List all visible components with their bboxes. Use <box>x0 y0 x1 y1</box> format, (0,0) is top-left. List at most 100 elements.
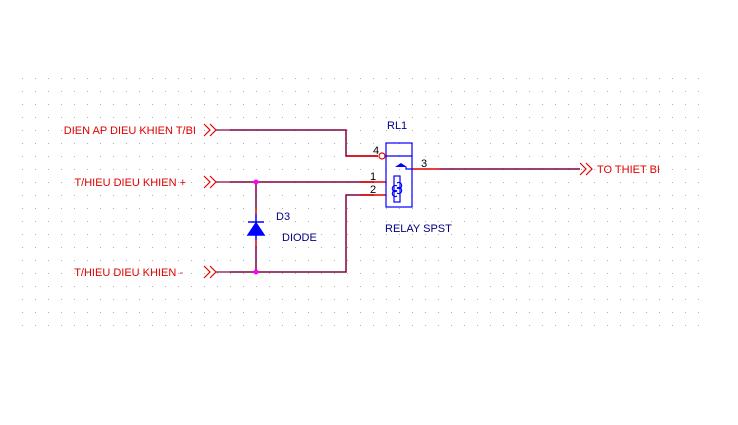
grid-dot <box>74 195 75 196</box>
grid-dot <box>22 325 23 326</box>
grid-dot <box>48 169 49 170</box>
grid-dot <box>659 117 660 118</box>
grid-dot <box>399 130 400 131</box>
grid-dot <box>256 78 257 79</box>
grid-dot <box>581 286 582 287</box>
relay-rl1[interactable]: 4 3 1 2 <box>370 142 427 208</box>
grid-dot <box>438 325 439 326</box>
grid-dot <box>295 325 296 326</box>
grid-dot <box>503 156 504 157</box>
grid-dot <box>360 104 361 105</box>
grid-dot <box>581 195 582 196</box>
grid-dot <box>295 104 296 105</box>
grid-dot <box>438 312 439 313</box>
grid-dot <box>555 247 556 248</box>
grid-dot <box>425 312 426 313</box>
grid-dot <box>191 143 192 144</box>
grid-dot <box>581 169 582 170</box>
grid-dot <box>347 312 348 313</box>
wire-dien-ap[interactable] <box>230 129 378 157</box>
grid-dot <box>685 208 686 209</box>
grid-dot <box>178 91 179 92</box>
grid-dot <box>685 195 686 196</box>
grid-dot <box>100 143 101 144</box>
grid-dot <box>672 78 673 79</box>
grid-dot <box>607 156 608 157</box>
grid-dot <box>399 286 400 287</box>
grid-dot <box>243 221 244 222</box>
grid-dot <box>35 325 36 326</box>
grid-dot <box>165 325 166 326</box>
grid-dot <box>568 299 569 300</box>
grid-dot <box>529 91 530 92</box>
grid-dot <box>698 273 699 274</box>
grid-dot <box>425 156 426 157</box>
grid-dot <box>87 78 88 79</box>
grid-dot <box>698 234 699 235</box>
grid-dot <box>113 234 114 235</box>
grid-dot <box>490 273 491 274</box>
grid-dot <box>516 182 517 183</box>
grid-dot <box>581 156 582 157</box>
grid-dot <box>22 208 23 209</box>
grid-dot <box>490 156 491 157</box>
grid-dot <box>425 247 426 248</box>
grid-dot <box>672 117 673 118</box>
grid-dot <box>529 104 530 105</box>
grid-dot <box>217 143 218 144</box>
grid-dot <box>373 273 374 274</box>
grid-dot <box>61 182 62 183</box>
grid-dot <box>503 286 504 287</box>
grid-dot <box>152 143 153 144</box>
grid-dot <box>217 208 218 209</box>
grid-dot <box>503 299 504 300</box>
grid-dot <box>698 286 699 287</box>
grid-dot <box>217 221 218 222</box>
grid-dot <box>399 78 400 79</box>
grid-dot <box>87 247 88 248</box>
grid-dot <box>139 312 140 313</box>
grid-dot <box>308 78 309 79</box>
grid-dot <box>620 195 621 196</box>
grid-dot <box>191 286 192 287</box>
grid <box>22 78 699 326</box>
grid-dot <box>581 234 582 235</box>
grid-dot <box>178 299 179 300</box>
grid-dot <box>373 169 374 170</box>
grid-dot <box>308 286 309 287</box>
grid-dot <box>438 286 439 287</box>
grid-dot <box>568 143 569 144</box>
grid-dot <box>100 117 101 118</box>
grid-dot <box>464 247 465 248</box>
grid-dot <box>165 312 166 313</box>
grid-dot <box>542 286 543 287</box>
grid-dot <box>568 234 569 235</box>
grid-dot <box>425 91 426 92</box>
grid-dot <box>581 247 582 248</box>
grid-dot <box>451 130 452 131</box>
port-arrow-dien-ap <box>203 123 211 137</box>
grid-dot <box>607 234 608 235</box>
grid-dot <box>685 156 686 157</box>
grid-dot <box>178 260 179 261</box>
grid-dot <box>282 221 283 222</box>
grid-dot <box>217 325 218 326</box>
grid-dot <box>529 260 530 261</box>
grid-dot <box>165 78 166 79</box>
grid-dot <box>178 286 179 287</box>
grid-dot <box>386 260 387 261</box>
grid-dot <box>646 234 647 235</box>
grid-dot <box>243 234 244 235</box>
grid-dot <box>672 325 673 326</box>
diode-d3[interactable] <box>246 214 266 240</box>
grid-dot <box>386 91 387 92</box>
relay-value: RELAY SPST <box>385 223 452 235</box>
grid-dot <box>100 182 101 183</box>
grid-dot <box>113 273 114 274</box>
grid-dot <box>152 91 153 92</box>
grid-dot <box>672 273 673 274</box>
grid-dot <box>35 117 36 118</box>
grid-dot <box>61 208 62 209</box>
grid-dot <box>698 130 699 131</box>
grid-dot <box>425 273 426 274</box>
